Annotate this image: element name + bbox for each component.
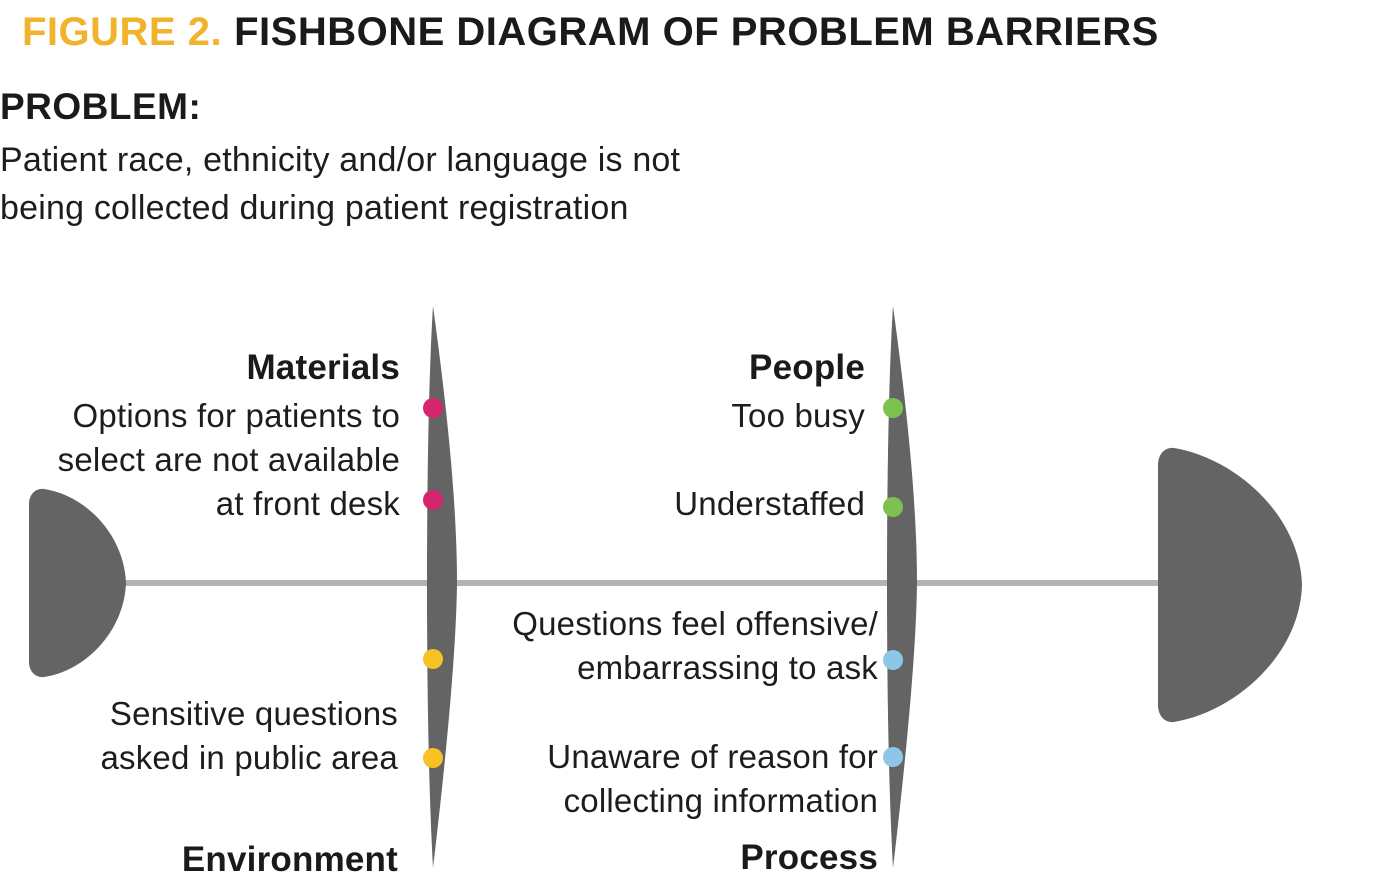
figure-title: FIGURE 2.FISHBONE DIAGRAM OF PROBLEM BAR…	[22, 10, 1159, 55]
people-cause-1-line-1: Too busy	[731, 397, 865, 434]
problem-statement: Patient race, ethnicity and/or language …	[0, 136, 1280, 232]
process-dot-2	[883, 747, 903, 767]
materials-dot-1	[423, 398, 443, 418]
environment-dot-2	[423, 748, 443, 768]
category-label-people: People	[749, 348, 865, 387]
figure-title-text: FISHBONE DIAGRAM OF PROBLEM BARRIERS	[234, 10, 1159, 54]
environment-dot-1	[423, 649, 443, 669]
process-cause-2-line-2: collecting information	[563, 782, 878, 819]
category-label-process: Process	[740, 838, 878, 877]
fish-head-shape	[1158, 447, 1302, 723]
process-cause-1-line-1: Questions feel offensive/	[512, 605, 878, 642]
problem-statement-line-2: being collected during patient registrat…	[0, 189, 629, 227]
materials-cause-1: Options for patients to select are not a…	[58, 394, 400, 526]
people-dot-1	[883, 398, 903, 418]
people-dot-2	[883, 497, 903, 517]
problem-statement-line-1: Patient race, ethnicity and/or language …	[0, 141, 681, 179]
problem-heading: PROBLEM:	[0, 86, 202, 127]
environment-cause-1: Sensitive questions asked in public area	[100, 692, 398, 780]
environment-cause-1-line-1: Sensitive questions	[109, 695, 398, 732]
fish-tail-shape	[29, 488, 126, 678]
environment-cause-1-line-2: asked in public area	[100, 739, 398, 776]
process-cause-2-line-1: Unaware of reason for	[547, 738, 878, 775]
materials-cause-1-line-3: at front desk	[215, 485, 400, 522]
category-label-environment: Environment	[181, 840, 398, 879]
materials-cause-1-line-1: Options for patients to	[72, 397, 400, 434]
process-cause-2: Unaware of reason for collecting informa…	[547, 735, 878, 823]
materials-cause-1-line-2: select are not available	[57, 441, 400, 478]
figure-number-label: FIGURE 2.	[22, 10, 223, 54]
process-cause-1-line-2: embarrassing to ask	[577, 649, 878, 686]
process-dot-1	[883, 650, 903, 670]
people-cause-1: Too busy	[731, 394, 865, 438]
people-process-bone	[887, 306, 917, 868]
materials-dot-2	[423, 490, 443, 510]
process-cause-1: Questions feel offensive/ embarrassing t…	[512, 602, 878, 690]
people-cause-2: Understaffed	[674, 482, 865, 526]
category-label-materials: Materials	[246, 348, 400, 387]
materials-environment-bone	[427, 306, 457, 868]
people-cause-2-line-1: Understaffed	[674, 485, 865, 522]
